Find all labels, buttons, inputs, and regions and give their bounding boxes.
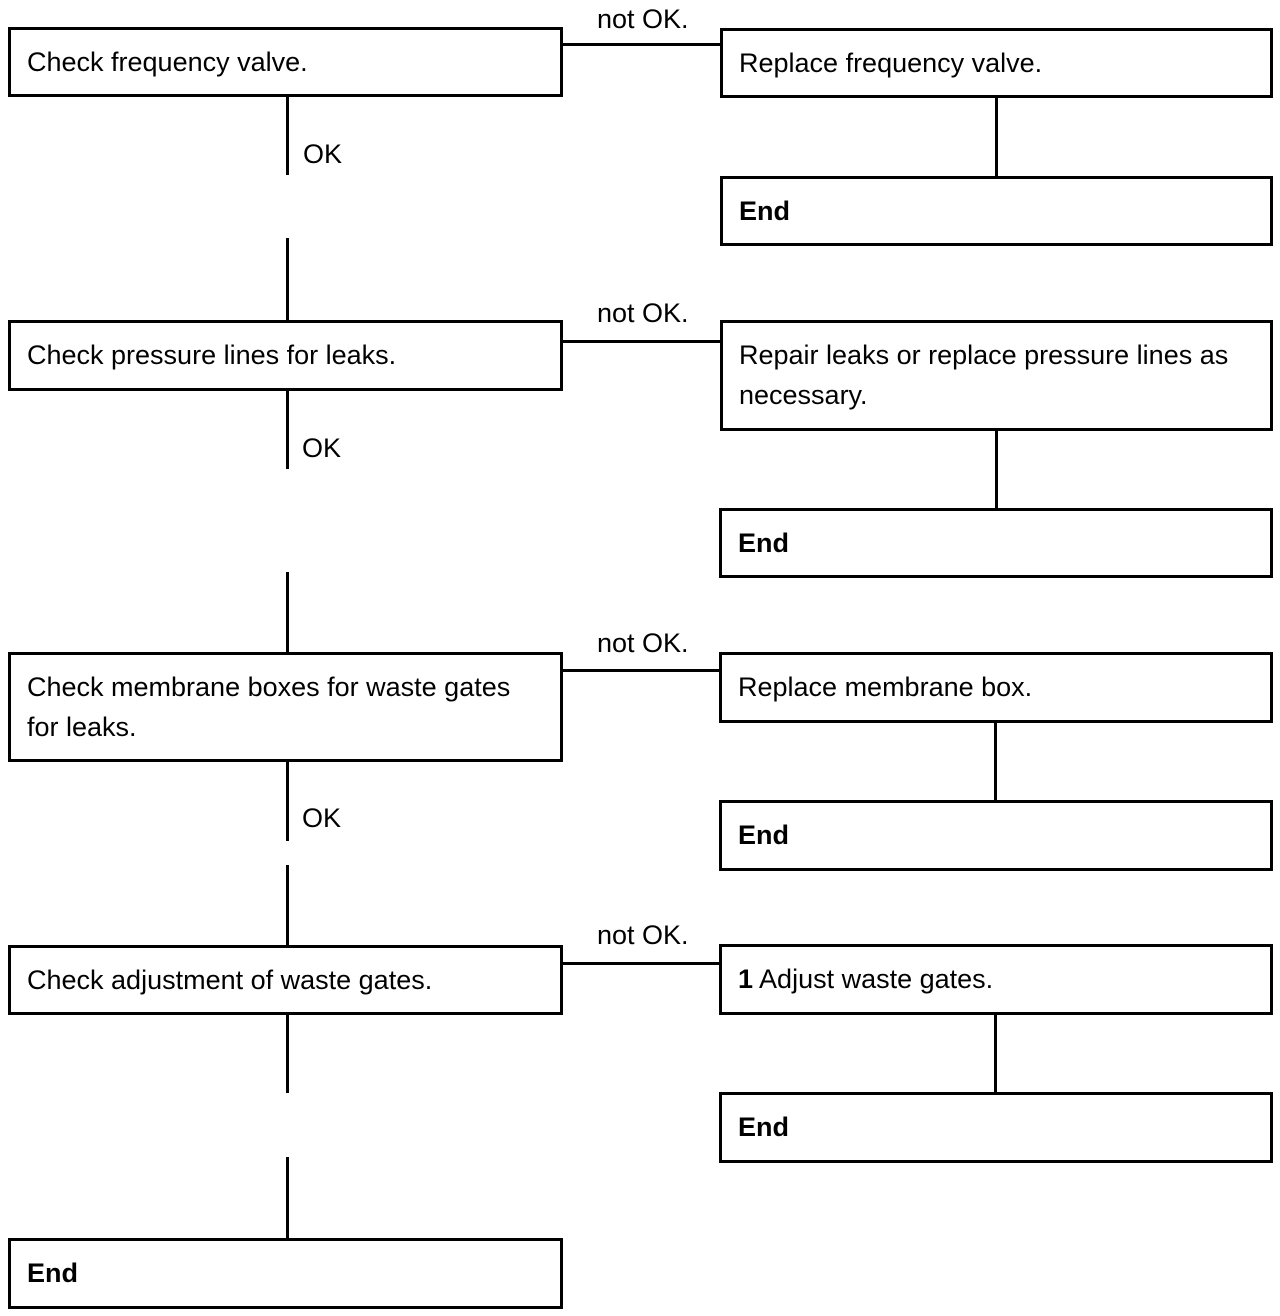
ok-label: OK bbox=[302, 433, 342, 463]
end-text: End bbox=[27, 1258, 78, 1288]
not-ok-label: not OK. bbox=[597, 298, 689, 328]
action-box-replace-frequency-valve: Replace frequency valve. bbox=[720, 28, 1273, 98]
check-box-pressure-lines: Check pressure lines for leaks. bbox=[8, 320, 563, 391]
ok-connector-lower bbox=[286, 572, 289, 653]
not-ok-connector bbox=[563, 43, 721, 46]
step-number: 1 bbox=[738, 964, 754, 994]
action-text: Replace membrane box. bbox=[738, 672, 1033, 702]
check-text: Check adjustment of waste gates. bbox=[27, 965, 433, 995]
action-text: Repair leaks or replace pressure lines a… bbox=[739, 340, 1229, 410]
connector-lower bbox=[286, 1157, 289, 1239]
ok-label: OK bbox=[303, 139, 343, 169]
check-box-frequency-valve: Check frequency valve. bbox=[8, 27, 563, 97]
end-text: End bbox=[738, 528, 789, 558]
action-text: Replace frequency valve. bbox=[739, 48, 1043, 78]
ok-label: OK bbox=[302, 803, 342, 833]
ok-connector-lower bbox=[286, 238, 289, 321]
action-text: Adjust waste gates. bbox=[759, 964, 994, 994]
check-text: Check membrane boxes for waste gates for… bbox=[27, 672, 511, 742]
check-text: Check frequency valve. bbox=[27, 47, 308, 77]
not-ok-label: not OK. bbox=[597, 4, 689, 34]
end-text: End bbox=[738, 1112, 789, 1142]
not-ok-label: not OK. bbox=[597, 920, 689, 950]
check-text: Check pressure lines for leaks. bbox=[27, 340, 397, 370]
end-box: End bbox=[719, 1092, 1273, 1163]
final-end-box: End bbox=[8, 1238, 563, 1309]
action-box-adjust-waste-gates: 1 Adjust waste gates. bbox=[719, 944, 1273, 1015]
end-text: End bbox=[739, 196, 790, 226]
end-box: End bbox=[719, 508, 1273, 578]
ok-connector-upper bbox=[286, 391, 289, 469]
connector-upper bbox=[286, 1015, 289, 1093]
ok-connector-lower bbox=[286, 865, 289, 946]
not-ok-connector bbox=[563, 962, 721, 965]
end-text: End bbox=[738, 820, 789, 850]
action-end-connector bbox=[994, 723, 997, 801]
not-ok-connector bbox=[563, 669, 721, 672]
action-end-connector bbox=[995, 431, 998, 509]
check-box-membrane-boxes: Check membrane boxes for waste gates for… bbox=[8, 652, 563, 762]
not-ok-label: not OK. bbox=[597, 628, 689, 658]
ok-connector-upper bbox=[286, 97, 289, 175]
action-box-replace-membrane-box: Replace membrane box. bbox=[719, 652, 1273, 723]
action-end-connector bbox=[994, 1015, 997, 1093]
not-ok-connector bbox=[563, 340, 721, 343]
end-box: End bbox=[720, 176, 1273, 246]
action-box-repair-leaks: Repair leaks or replace pressure lines a… bbox=[720, 320, 1273, 431]
end-box: End bbox=[719, 800, 1273, 871]
check-box-waste-gate-adjustment: Check adjustment of waste gates. bbox=[8, 945, 563, 1015]
action-end-connector bbox=[995, 98, 998, 176]
ok-connector-upper bbox=[286, 762, 289, 841]
